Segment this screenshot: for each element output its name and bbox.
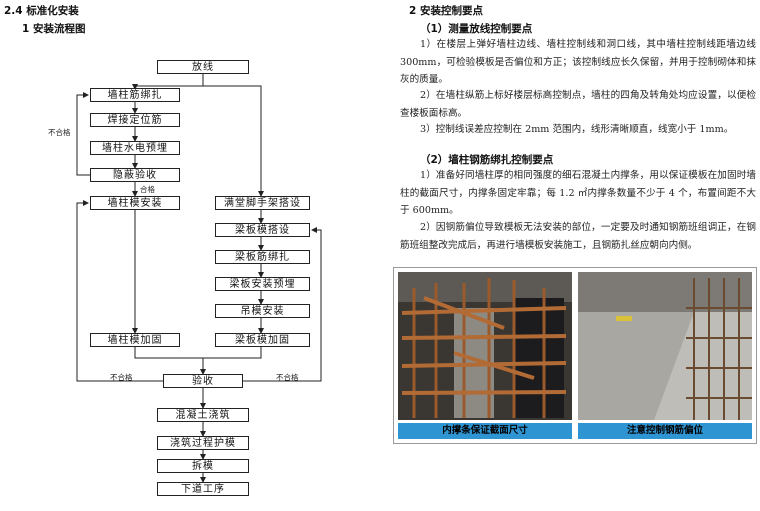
flow-step-beam-form-reinforce: 梁板模加固 bbox=[215, 333, 310, 347]
flow-step-formwork-removal: 拆模 bbox=[157, 459, 249, 473]
flow-step-concrete-pour: 混凝土浇筑 bbox=[157, 408, 249, 422]
label-fail-2: 不合格 bbox=[110, 372, 133, 383]
flow-step-wall-form-reinforce: 墙柱模加固 bbox=[90, 333, 180, 347]
label-pass: 合格 bbox=[140, 184, 155, 195]
rebar-paragraph-2: 2）因钢筋偏位导致模板无法安装的部位，一定要及时通知钢筋班组调正，在钢筋班组整改… bbox=[400, 219, 756, 254]
flow-step-next-process: 下道工序 bbox=[157, 482, 249, 496]
flow-step-welding-positioning: 焊接定位筋 bbox=[90, 113, 180, 127]
flowchart-connectors bbox=[0, 0, 380, 511]
photo-pair bbox=[394, 268, 756, 443]
rebar-spacer-photo bbox=[398, 272, 572, 420]
flow-step-rebar-tying: 墙柱筋绑扎 bbox=[90, 88, 180, 102]
flow-step-beam-embed: 梁板安装预埋 bbox=[215, 277, 310, 291]
rebar-offset-photo bbox=[578, 272, 752, 420]
flow-step-embedded-utilities: 墙柱水电预埋 bbox=[90, 141, 180, 155]
control-points-heading: 2 安装控制要点 bbox=[409, 3, 483, 18]
flow-step-fangxian: 放线 bbox=[157, 60, 249, 74]
flow-step-form-protection: 浇筑过程护模 bbox=[157, 436, 249, 450]
flow-step-scaffold: 满堂脚手架搭设 bbox=[215, 196, 310, 210]
photo-panel: 内撑条保证截面尺寸 注意控制钢筋偏位 bbox=[393, 267, 757, 444]
survey-control-title: （1）测量放线控制要点 bbox=[420, 21, 532, 36]
survey-paragraph-1: 1）在楼层上弹好墙柱边线、墙柱控制线和洞口线，其中墙柱控制线距墙边线 300mm… bbox=[400, 36, 756, 89]
rebar-paragraph-1: 1）准备好同墙柱厚的相同强度的细石混凝土内撑条，用以保证模板在加固时墙柱的截面尺… bbox=[400, 167, 756, 220]
label-fail-3: 不合格 bbox=[276, 372, 299, 383]
rebar-control-title: （2）墙柱钢筋绑扎控制要点 bbox=[420, 152, 553, 167]
flow-step-wall-form-install: 墙柱模安装 bbox=[90, 196, 180, 210]
survey-paragraph-3: 3）控制线误差应控制在 2mm 范围内，线形清晰顺直，线宽小于 1mm。 bbox=[400, 121, 756, 139]
flow-step-concealed-inspection: 隐蔽验收 bbox=[90, 168, 180, 182]
flow-step-acceptance: 验收 bbox=[163, 374, 243, 388]
flow-step-beam-rebar: 梁板筋绑扎 bbox=[215, 250, 310, 264]
flow-step-hanging-form: 吊模安装 bbox=[215, 304, 310, 318]
survey-paragraph-2: 2）在墙柱纵筋上标好楼层标高控制点，墙柱的四角及转角处均应设置，以便检查楼板面标… bbox=[400, 87, 756, 122]
flow-step-beam-form: 梁板模搭设 bbox=[215, 223, 310, 237]
photo-caption-spacer: 内撑条保证截面尺寸 bbox=[398, 423, 572, 439]
photo-caption-rebar-offset: 注意控制钢筋偏位 bbox=[578, 423, 752, 439]
label-fail-1: 不合格 bbox=[48, 127, 71, 138]
